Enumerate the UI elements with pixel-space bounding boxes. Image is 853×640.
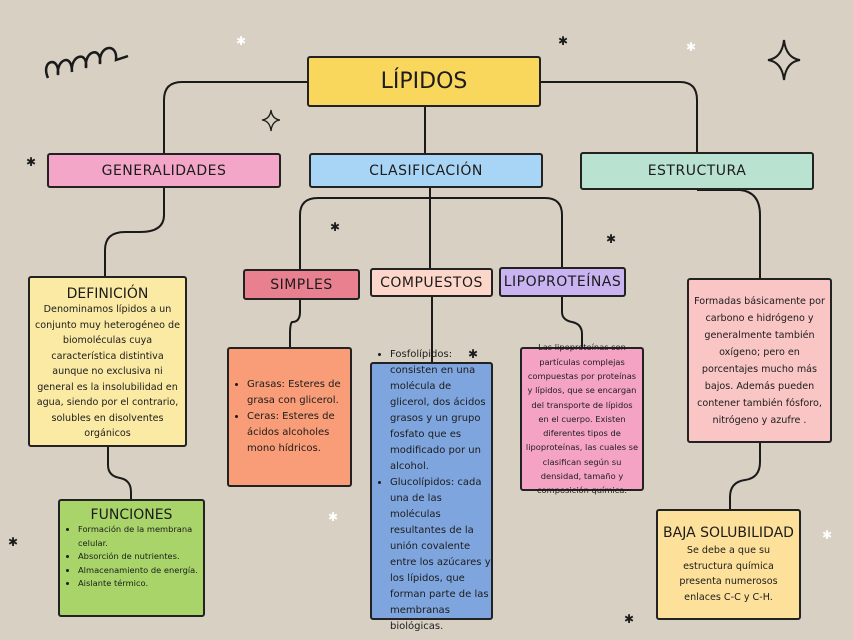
connector: [729, 443, 761, 509]
node-label: CLASIFICACIÓN: [369, 162, 483, 179]
node-text: Se debe a que su estructura química pres…: [679, 545, 778, 603]
doodle-icon: [44, 46, 129, 79]
star-icon: ✱: [624, 612, 635, 626]
connector: [104, 188, 165, 276]
star-icon: ✱: [330, 220, 341, 234]
star-icon: ✱: [606, 232, 617, 246]
simples-list: Grasas: Esteres de grasa con glicerol. C…: [229, 377, 350, 457]
node-text: Formadas básicamente por carbono e hidró…: [694, 295, 825, 426]
list-item: Absorción de nutrientes.: [78, 550, 203, 564]
list-item: Almacenamiento de energía.: [78, 564, 203, 578]
node-text: Denominamos lípidos a un conjunto muy he…: [34, 304, 181, 439]
list-item: Aislante térmico.: [78, 577, 203, 591]
connector: [163, 81, 307, 153]
star-icon: ✱: [328, 510, 339, 524]
list-item: Formación de la membrana celular.: [78, 523, 203, 550]
star-icon: ✱: [468, 347, 479, 361]
node-funciones: FUNCIONES Formación de la membrana celul…: [58, 499, 205, 617]
connector: [299, 197, 563, 269]
connector: [541, 81, 698, 152]
connector: [697, 189, 761, 278]
connector: [561, 297, 583, 347]
list-item: Fosfolípidos: consisten en una molécula …: [390, 347, 491, 475]
lipoproteinas-detail: Las lipoproteínas son partículas complej…: [520, 342, 644, 495]
node-baja-solubilidad: BAJA SOLUBILIDAD Se debe a que su estruc…: [656, 509, 801, 620]
list-item: Grasas: Esteres de grasa con glicerol.: [247, 377, 350, 409]
node-label: ESTRUCTURA: [647, 163, 747, 179]
estructura-detail: Formadas básicamente por carbono e hidró…: [687, 278, 832, 443]
node-label: COMPUESTOS: [380, 274, 483, 291]
simples-detail: Grasas: Esteres de grasa con glicerol. C…: [227, 347, 352, 487]
node-generalidades: GENERALIDADES: [47, 153, 281, 188]
star-icon: ✱: [236, 34, 247, 48]
list-item: Ceras: Esteres de ácidos alcoholes mono …: [247, 409, 350, 457]
compuestos-detail: Fosfolípidos: consisten en una molécula …: [370, 349, 493, 632]
node-simples: SIMPLES: [243, 269, 360, 300]
sparkle-icon: [767, 39, 801, 81]
star-icon: ✱: [26, 155, 37, 169]
node-text: Las lipoproteínas son partículas complej…: [525, 342, 639, 496]
node-clasificacion: CLASIFICACIÓN: [309, 153, 543, 188]
node-lipoproteinas: LIPOPROTEÍNAS: [499, 267, 626, 297]
star-icon: ✱: [8, 535, 19, 549]
star-icon: ✱: [822, 528, 833, 542]
node-title: FUNCIONES: [90, 507, 173, 523]
node-label: LIPOPROTEÍNAS: [503, 274, 622, 290]
node-definicion: DEFINICIÓN Denominamos lípidos a un conj…: [28, 276, 187, 447]
node-label: SIMPLES: [270, 276, 333, 293]
node-compuestos: COMPUESTOS: [370, 268, 493, 297]
compuestos-list: Fosfolípidos: consisten en una molécula …: [372, 347, 491, 635]
star-icon: ✱: [686, 40, 697, 54]
star-icon: ✱: [558, 34, 569, 48]
sparkle-icon: [261, 109, 281, 132]
node-title: BAJA SOLUBILIDAD: [663, 525, 794, 541]
node-estructura: ESTRUCTURA: [580, 152, 814, 190]
list-item: Glucolípidos: cada una de las moléculas …: [390, 475, 491, 635]
connector: [289, 300, 301, 347]
title-lipidos: LÍPIDOS: [307, 56, 541, 107]
title-text: LÍPIDOS: [380, 69, 468, 94]
funciones-list: Formación de la membrana celular. Absorc…: [60, 523, 203, 591]
node-title: DEFINICIÓN: [66, 286, 149, 302]
node-label: GENERALIDADES: [101, 162, 227, 179]
connector: [107, 447, 132, 499]
